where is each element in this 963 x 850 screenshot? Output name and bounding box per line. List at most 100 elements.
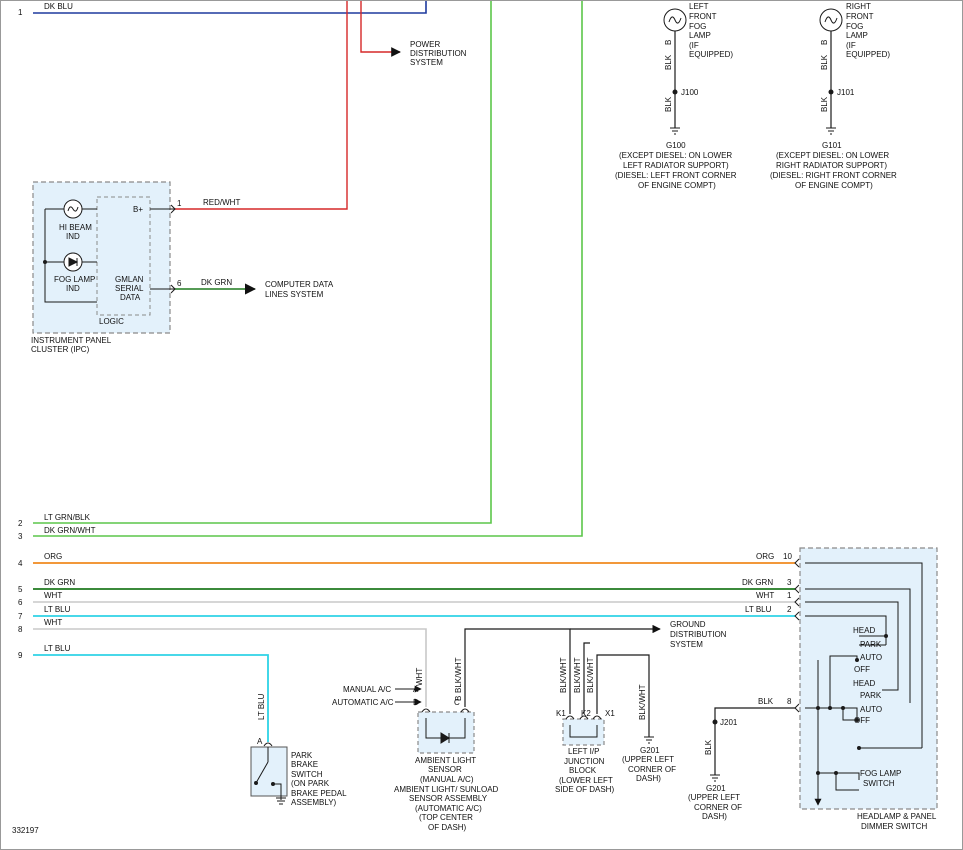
- ambient-name-4: AMBIENT LIGHT/ SUNLOAD: [394, 785, 499, 794]
- hls-fog-1: FOG LAMP: [860, 769, 901, 778]
- ipc-bplus: B+: [133, 205, 143, 214]
- wire-label-blk-wht-j3: BLK/WHT: [586, 657, 595, 693]
- wire-red-wht: [175, 0, 348, 210]
- terminal-8: 8: [18, 625, 23, 634]
- ipc-name-1: INSTRUMENT PANEL: [31, 336, 112, 345]
- junction-internals: [569, 725, 598, 738]
- left-fog-splice: J100: [681, 88, 699, 97]
- right-fog-name-5: (IF: [846, 41, 856, 50]
- ambient-pin-c: C: [454, 698, 460, 707]
- park-brake-name-2: BRAKE: [291, 760, 318, 769]
- wire-label-dk-grn-right: DK GRN: [742, 578, 773, 587]
- wire-label-wht5-right: WHT: [756, 591, 774, 600]
- hls-name-2: DIMMER SWITCH: [861, 822, 927, 831]
- wire-label-org-right: ORG: [756, 552, 774, 561]
- wire-blk-wht-k2: [583, 642, 590, 714]
- right-fog-ground-3: RIGHT RADIATOR SUPPORT): [776, 161, 887, 170]
- wire-label-wht5: WHT: [44, 591, 62, 600]
- ipc-pin-6: 6: [177, 279, 182, 288]
- connector-chevrons: [170, 204, 800, 747]
- terminal-4: 4: [18, 559, 23, 568]
- wire-label-red-wht: RED/WHT: [203, 198, 240, 207]
- j201-label: J201: [720, 718, 738, 727]
- wire-label-blk-left-fog-1: BLK: [664, 54, 673, 70]
- jb-name-1: LEFT I/P: [568, 747, 599, 756]
- wire-label-blk-wht-j1: BLK/WHT: [559, 657, 568, 693]
- hls-pin-2: 2: [787, 605, 792, 614]
- ambient-automatic: AUTOMATIC A/C: [332, 698, 394, 707]
- wire-label-lt-blu9: LT BLU: [44, 644, 71, 653]
- ambient-pin-d: D: [413, 698, 419, 707]
- park-brake-name-5: BRAKE PEDAL: [291, 789, 347, 798]
- ipc-node-hi: [43, 260, 47, 264]
- jb-name-5: SIDE OF DASH): [555, 785, 614, 794]
- ipc-gmlan-3: DATA: [120, 293, 141, 302]
- wire-wht-7: [33, 628, 427, 707]
- hls-upper-off: OFF: [854, 665, 870, 674]
- right-fog-lamp-symbol: [819, 8, 843, 32]
- ground-symbols: [644, 127, 836, 782]
- left-fog-name-2: FRONT: [689, 12, 717, 21]
- ipc-gmlan-1: GMLAN: [115, 275, 144, 284]
- ambient-diode: [440, 732, 450, 744]
- power-system-label-1: POWER: [410, 40, 440, 49]
- wire-label-org: ORG: [44, 552, 62, 561]
- jb-pin-k1: K1: [556, 709, 566, 718]
- wire-label-blk8: BLK: [758, 697, 774, 706]
- ipc-fog-lamp-1: FOG LAMP: [54, 275, 95, 284]
- g201-b-4: DASH): [702, 812, 727, 821]
- wire-label-wht7: WHT: [44, 618, 62, 627]
- hls-pin-8: 8: [787, 697, 792, 706]
- park-brake-name-1: PARK: [291, 751, 313, 760]
- jb-pin-k2: K2: [581, 709, 591, 718]
- ambient-name-2: SENSOR: [428, 765, 462, 774]
- hls-pin-10: 10: [783, 552, 792, 561]
- switch-contacts: [816, 634, 888, 775]
- hls-upper-auto: AUTO: [860, 653, 882, 662]
- computer-system-label-1: COMPUTER DATA: [265, 280, 334, 289]
- left-fog-ground-4: (DIESEL: LEFT FRONT CORNER: [615, 171, 737, 180]
- right-fog-name-1: RIGHT: [846, 2, 871, 11]
- wire-label-blk-left-fog-2: BLK: [664, 96, 673, 112]
- wire-label-blk-g201: BLK: [704, 739, 713, 755]
- left-fog-ground-3: LEFT RADIATOR SUPPORT): [623, 161, 729, 170]
- ipc-hi-beam-2: IND: [66, 232, 80, 241]
- wire-dk-grn-wht: [33, 0, 583, 537]
- wire-label-dk-blu: DK BLU: [44, 2, 73, 11]
- terminal-7: 7: [18, 612, 23, 621]
- park-brake-name-6: ASSEMBLY): [291, 798, 337, 807]
- terminal-2: 2: [18, 519, 23, 528]
- left-fog-name-6: EQUIPPED): [689, 50, 733, 59]
- right-fog-ground-4: (DIESEL: RIGHT FRONT CORNER: [770, 171, 897, 180]
- fog-ind-symbol: [68, 257, 79, 267]
- ipc-box: [32, 181, 171, 334]
- jb-pin-x1: X1: [605, 709, 615, 718]
- ipc-fog-lamp-2: IND: [66, 284, 80, 293]
- left-fog-ground-2: (EXCEPT DIESEL: ON LOWER: [619, 151, 732, 160]
- ambient-name-1: AMBIENT LIGHT: [415, 756, 476, 765]
- ipc-name-2: CLUSTER (IPC): [31, 345, 90, 354]
- wire-label-dk-grn-wht: DK GRN/WHT: [44, 526, 96, 535]
- wire-red-power: [360, 0, 401, 57]
- jb-name-2: JUNCTION: [564, 757, 605, 766]
- wire-label-lt-blu6: LT BLU: [44, 605, 71, 614]
- power-system-label-3: SYSTEM: [410, 58, 443, 67]
- hls-pin-3: 3: [787, 578, 792, 587]
- jb-name-4: (LOWER LEFT: [559, 776, 613, 785]
- ambient-name-5: SENSOR ASSEMBLY: [409, 794, 488, 803]
- splice-j101: [828, 89, 834, 95]
- terminal-3: 3: [18, 532, 23, 541]
- wire-label-blk-wht-sensor: BLK/WHT: [454, 657, 463, 693]
- ipc-pin-1: 1: [177, 199, 182, 208]
- right-fog-ground-1: G101: [822, 141, 842, 150]
- hls-lower-park: PARK: [860, 691, 882, 700]
- park-brake-internals: [255, 747, 286, 805]
- wire-label-blk-right-fog-1: BLK: [820, 54, 829, 70]
- ipc-gmlan-2: SERIAL: [115, 284, 144, 293]
- hls-lower-auto: AUTO: [860, 705, 882, 714]
- right-fog-name-6: EQUIPPED): [846, 50, 890, 59]
- hls-lower-off: OFF: [854, 716, 870, 725]
- left-fog-name-1: LEFT: [689, 2, 709, 11]
- g201-a-4: DASH): [636, 774, 661, 783]
